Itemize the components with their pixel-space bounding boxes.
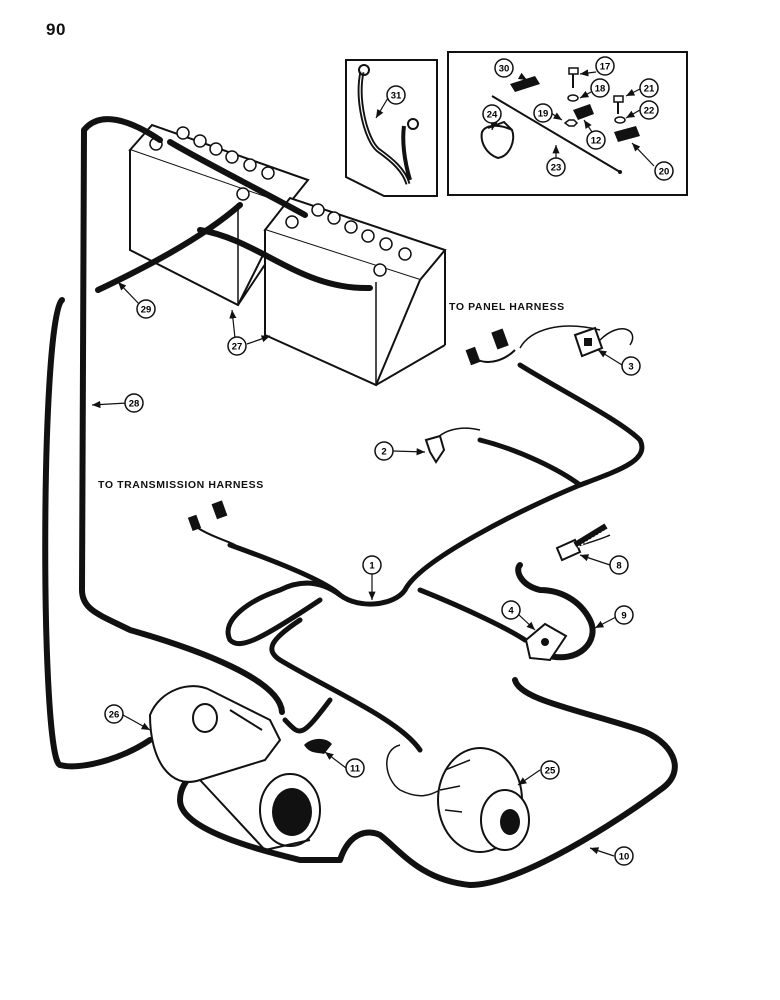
callout-circle	[540, 760, 560, 780]
callout-circle	[639, 100, 659, 120]
callout-number: 31	[391, 90, 402, 101]
callout-circle	[374, 441, 394, 461]
switch-component	[573, 326, 604, 358]
callout-circle	[654, 161, 674, 181]
panel-harness-connectors	[465, 328, 516, 366]
callout-11: 11	[345, 758, 365, 778]
callout-number: 26	[109, 709, 120, 720]
callout-number: 17	[600, 61, 611, 72]
callout-circle	[595, 56, 615, 76]
callout-number: 9	[621, 610, 626, 621]
callout-circle	[639, 78, 659, 98]
callout-group: 1234891011121718192021222324252627282930…	[104, 56, 674, 866]
callout-17: 17	[595, 56, 615, 76]
callout-20: 20	[654, 161, 674, 181]
callout-22: 22	[639, 100, 659, 120]
callout-circle	[482, 104, 502, 124]
callout-number: 23	[551, 162, 562, 173]
callout-number: 12	[591, 135, 602, 146]
starter-motor	[148, 685, 321, 852]
page-number: 90	[46, 20, 66, 39]
callout-8: 8	[609, 555, 629, 575]
callout-circle	[590, 78, 610, 98]
callout-circle	[614, 605, 634, 625]
callout-2: 2	[374, 441, 394, 461]
cables	[42, 116, 678, 888]
callout-circle	[494, 58, 514, 78]
callout-number: 18	[595, 83, 606, 94]
inset-hardware	[447, 51, 688, 196]
callout-number: 4	[508, 605, 514, 616]
callout-28: 28	[124, 393, 144, 413]
relay-component	[524, 622, 568, 662]
callout-number: 30	[499, 63, 510, 74]
callout-number: 2	[381, 446, 386, 457]
thin-wires	[386, 325, 634, 797]
callout-circle	[546, 157, 566, 177]
callout-circle	[104, 704, 124, 724]
callout-30: 30	[494, 58, 514, 78]
callout-number: 27	[232, 341, 243, 352]
callout-31: 31	[386, 85, 406, 105]
callout-circle	[345, 758, 365, 778]
inset-battery-cable	[345, 59, 438, 197]
callout-circle	[621, 356, 641, 376]
callout-circle	[386, 85, 406, 105]
transmission-harness-connectors	[187, 500, 236, 546]
callout-number: 29	[141, 304, 152, 315]
callout-number: 19	[538, 108, 549, 119]
callout-12: 12	[586, 130, 606, 150]
callout-18: 18	[590, 78, 610, 98]
terminal-boot-component	[304, 738, 332, 754]
callout-29: 29	[136, 299, 156, 319]
callout-circle	[124, 393, 144, 413]
callout-circle	[586, 130, 606, 150]
alternator	[437, 747, 530, 853]
callout-10: 10	[614, 846, 634, 866]
callout-number: 25	[545, 765, 556, 776]
callout-number: 1	[369, 560, 375, 571]
callout-3: 3	[621, 356, 641, 376]
callout-number: 28	[129, 398, 140, 409]
callout-26: 26	[104, 704, 124, 724]
callout-circle	[533, 103, 553, 123]
callout-19: 19	[533, 103, 553, 123]
to-panel-harness-label: TO PANEL HARNESS	[449, 301, 565, 313]
callout-9: 9	[614, 605, 634, 625]
callout-25: 25	[540, 760, 560, 780]
callout-number: 10	[619, 851, 630, 862]
callout-number: 21	[644, 83, 655, 94]
callout-number: 8	[616, 560, 621, 571]
callout-number: 22	[644, 105, 655, 116]
callout-number: 20	[659, 166, 670, 177]
callout-circle	[362, 555, 382, 575]
callout-4: 4	[501, 600, 521, 620]
callout-27: 27	[227, 336, 247, 356]
sender-component	[424, 434, 446, 464]
main-harness	[225, 362, 645, 753]
callout-1: 1	[362, 555, 382, 575]
callout-circle	[136, 299, 156, 319]
callout-circle	[614, 846, 634, 866]
callout-number: 24	[487, 109, 498, 120]
callout-23: 23	[546, 157, 566, 177]
callout-circle	[501, 600, 521, 620]
to-transmission-harness-label: TO TRANSMISSION HARNESS	[98, 479, 264, 491]
callout-24: 24	[482, 104, 502, 124]
callout-circle	[227, 336, 247, 356]
heater-plug-component	[555, 523, 608, 562]
callout-number: 11	[350, 763, 361, 774]
callout-number: 3	[628, 361, 633, 372]
callout-21: 21	[639, 78, 659, 98]
callout-circle	[609, 555, 629, 575]
battery-right	[263, 196, 447, 387]
